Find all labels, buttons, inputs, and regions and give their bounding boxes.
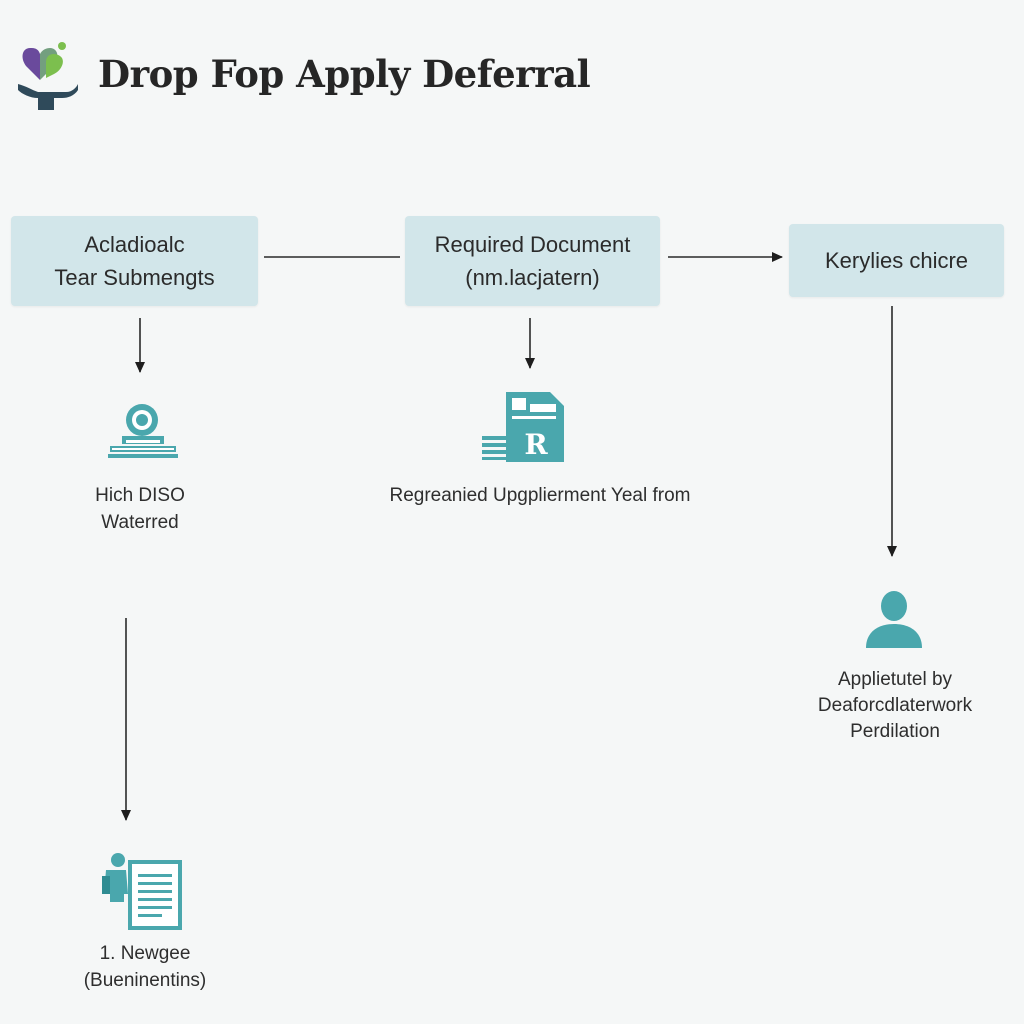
svg-text:R: R [524, 428, 548, 461]
document-r-icon: R [482, 392, 564, 462]
outcome-label: 1. Newgee (Bueninentins) [40, 940, 250, 994]
step-box-line: (nm.lacjatern) [465, 265, 600, 290]
step-box-line: Acladioalc [84, 232, 185, 257]
outcome-label-line: Applietutel by [837, 669, 953, 690]
person-icon [866, 591, 922, 648]
outcome-label-line: Waterred [101, 512, 179, 533]
outcome-label-line: Deaforcdlaterwork [817, 695, 973, 716]
outcome-label-line: (Bueninentins) [83, 970, 207, 991]
outcome-label: Hich DISO Waterred [40, 482, 240, 536]
page-title: Drop Fop Apply Deferral [98, 52, 591, 96]
step-box-line: Tear Submengts [54, 265, 215, 290]
outcome-label-line: Regreanied Upgplierment Yeal from [389, 485, 691, 506]
step-box-kerylies-chicre: Kerylies chicre [789, 224, 1004, 297]
outcome-label: Applietutel by Deaforcdlaterwork Perdila… [770, 667, 1020, 745]
step-box-tear-submengts: Acladioalc Tear Submengts [11, 216, 258, 306]
step-box-line: Required Document [434, 232, 631, 257]
hands-heart-logo-icon [18, 42, 78, 110]
step-box-line: Kerylies chicre [824, 248, 969, 273]
outcome-label-line: Perdilation [850, 721, 940, 742]
outcome-label: Regreanied Upgplierment Yeal from [340, 482, 740, 509]
outcome-label-line: 1. Newgee [99, 943, 191, 964]
step-box-required-document: Required Document (nm.lacjatern) [405, 216, 660, 306]
person-document-icon [102, 853, 182, 930]
webcam-stand-icon [108, 404, 178, 458]
outcome-label-line: Hich DISO [95, 485, 185, 506]
